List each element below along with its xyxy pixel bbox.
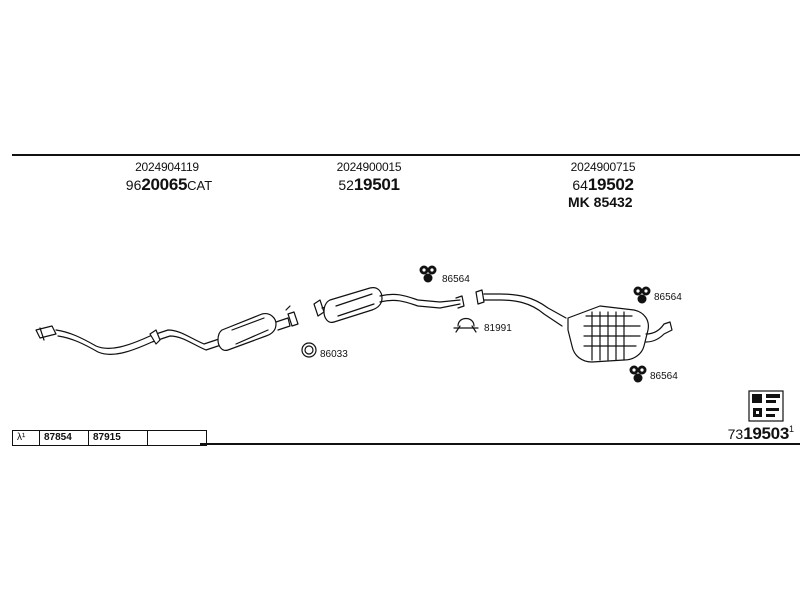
catalog-superscript: 1 <box>788 424 794 434</box>
catalog-main: 19503 <box>743 424 789 443</box>
rear-silencer[interactable] <box>475 289 673 363</box>
front-pipe-with-catalyst[interactable] <box>35 305 299 355</box>
part-main: 20065 <box>141 175 188 194</box>
pipe-clamp[interactable] <box>453 317 479 333</box>
part-prefix: 52 <box>338 177 354 193</box>
catalog-prefix: 73 <box>727 426 744 442</box>
part-number-middle: 5219501 <box>304 175 434 195</box>
label-clamp: 81991 <box>484 323 512 334</box>
rubber-hanger-mid[interactable] <box>419 265 437 283</box>
part-suffix: CAT <box>187 178 213 193</box>
catalog-number: 73195031 <box>728 424 794 444</box>
label-hanger-rear-bottom: 86564 <box>650 371 678 382</box>
fitting-instructions-icon <box>748 390 784 422</box>
label-hanger-rear-top: 86564 <box>654 292 682 303</box>
part-prefix: 64 <box>572 177 588 193</box>
table-cell <box>148 431 207 445</box>
rubber-hanger-rear-bottom[interactable] <box>629 365 647 383</box>
part-main: 19502 <box>587 175 634 194</box>
part-prefix: 96 <box>125 177 142 193</box>
label-hanger-mid: 86564 <box>442 274 470 285</box>
rubber-hanger-rear-top[interactable] <box>633 286 651 304</box>
label-gasket: 86033 <box>320 349 348 360</box>
lambda-sensor-table: λ¹ 87854 87915 <box>12 430 207 446</box>
table-cell: 87854 <box>40 431 89 445</box>
mount-kit-label: MK 85432 <box>568 194 633 210</box>
gasket-ring[interactable] <box>301 342 317 358</box>
oe-ref-rear: 2024900715 <box>570 160 636 174</box>
oe-ref-middle: 2024900015 <box>336 160 402 174</box>
bottom-divider-line <box>200 443 800 445</box>
part-number-front: 9620065CAT <box>104 175 234 195</box>
part-number-rear: 6419502 <box>538 175 668 195</box>
oe-ref-front: 2024904119 <box>135 160 199 174</box>
table-cell: 87915 <box>89 431 148 445</box>
part-main: 19501 <box>353 175 400 194</box>
lambda-symbol: λ¹ <box>13 431 40 445</box>
top-divider-line <box>12 154 800 156</box>
middle-silencer[interactable] <box>313 287 465 323</box>
